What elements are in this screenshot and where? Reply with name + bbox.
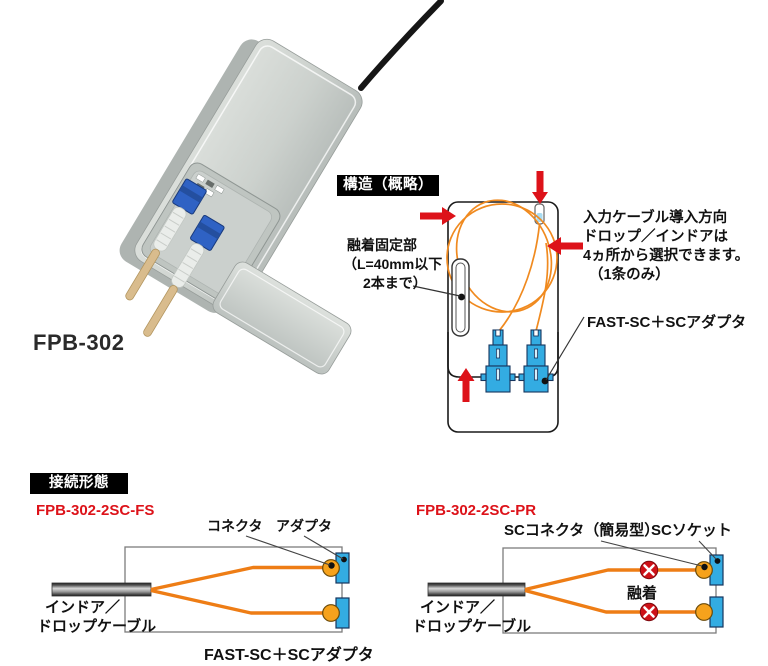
- cable-entry-note-line2: ドロップ／インドアは: [583, 229, 728, 245]
- fusion-holder-leader-line: [412, 285, 461, 297]
- pr-connector-callout-dot: [701, 563, 708, 571]
- pr-fibers: [524, 568, 696, 614]
- adapter-leader-line: [545, 316, 585, 381]
- fusion-note-line1: 融着固定部: [347, 237, 417, 253]
- fs-cable-label-line2: ドロップケーブル: [37, 618, 157, 635]
- black-drop-cable: [358, 0, 444, 91]
- pr-fusion-point-bottom: [639, 602, 659, 622]
- fs-bottom-label: FAST-SC＋SCアダプタ: [204, 647, 374, 664]
- fs-connector-leader-line: [245, 535, 331, 566]
- pr-connector-bottom: [695, 603, 713, 621]
- structure-heading: 構造（概略）: [337, 175, 439, 196]
- fs-connector-label: コネクタ: [207, 518, 263, 534]
- connection-diagram-pr: [427, 540, 724, 634]
- pr-connector-leader-line: [600, 540, 703, 567]
- fusion-holder-inner: [455, 262, 466, 333]
- structure-sc-adapter-left: [480, 329, 516, 393]
- pr-cable-label-line2: ドロップケーブル: [412, 618, 532, 635]
- photo-sc-connector-1: [125, 178, 207, 301]
- structure-sc-adapter-right: [518, 329, 554, 393]
- fusion-holder-callout-dot: [458, 293, 465, 301]
- structure-adapter-label: FAST-SC＋SCアダプタ: [587, 314, 747, 331]
- pr-socket-label: SCソケット: [651, 522, 732, 539]
- entry-arrow-left-icon: [420, 207, 456, 225]
- pr-box-outline: [502, 547, 717, 634]
- photo-sc-connector-2: [143, 214, 225, 337]
- fusion-note-line3: 2本まで）: [363, 275, 427, 291]
- connection-diagram-fs: [51, 535, 350, 633]
- product-photo: [119, 0, 444, 375]
- fs-adapter-leader-line: [303, 535, 344, 560]
- fusion-holder-note: 融着固定部 （L=40mm以下 2本まで）: [341, 236, 442, 293]
- pr-drop-cable: [427, 582, 526, 597]
- fs-cable-label: インドア／ ドロップケーブル: [37, 598, 156, 636]
- fs-model-label: FPB-302-2SC-FS: [36, 502, 155, 519]
- entry-arrow-right-icon: [547, 237, 583, 255]
- pr-fusion-label: 融着: [627, 585, 658, 602]
- pr-socket-callout-dot: [714, 558, 721, 564]
- cover-lid: [212, 261, 352, 375]
- fs-adapter-label: アダプタ: [276, 518, 332, 534]
- connection-heading: 接続形態: [30, 473, 128, 494]
- pr-fusion-point-top: [639, 560, 659, 580]
- pr-connector-label: SCコネクタ（簡易型）: [504, 522, 660, 539]
- cable-entry-note-line4: （1条のみ）: [589, 267, 670, 283]
- pr-cable-label-line1: インドア／: [420, 599, 496, 616]
- structure-diagram: [412, 171, 585, 433]
- pr-model-label: FPB-302-2SC-PR: [416, 502, 537, 519]
- fs-adapter-callout-dot: [341, 556, 347, 563]
- cable-entry-note-line1: 入力ケーブル導入方向: [583, 210, 728, 226]
- entry-arrow-bottom-icon: [457, 368, 475, 402]
- cable-entry-note-line3: 4ヵ所から選択できます。: [583, 248, 750, 264]
- fiber-coil: [446, 199, 558, 332]
- product-model-label: FPB-302: [33, 330, 125, 355]
- cable-entry-note: 入力ケーブル導入方向 ドロップ／インドアは 4ヵ所から選択できます。 （1条のみ…: [583, 209, 749, 285]
- fs-connector-callout-dot: [328, 562, 335, 569]
- fs-drop-cable: [51, 582, 152, 597]
- fs-cable-label-line1: インドア／: [45, 599, 121, 616]
- entry-arrow-top-icon: [532, 171, 548, 204]
- pr-socket-leader-line: [698, 540, 717, 560]
- entry-direction-arrows: [420, 171, 583, 402]
- fs-connector-bottom: [322, 604, 340, 622]
- fusion-note-line2: （L=40mm以下: [343, 256, 443, 272]
- pr-cable-label: インドア／ ドロップケーブル: [412, 598, 531, 636]
- fs-fibers: [150, 565, 332, 615]
